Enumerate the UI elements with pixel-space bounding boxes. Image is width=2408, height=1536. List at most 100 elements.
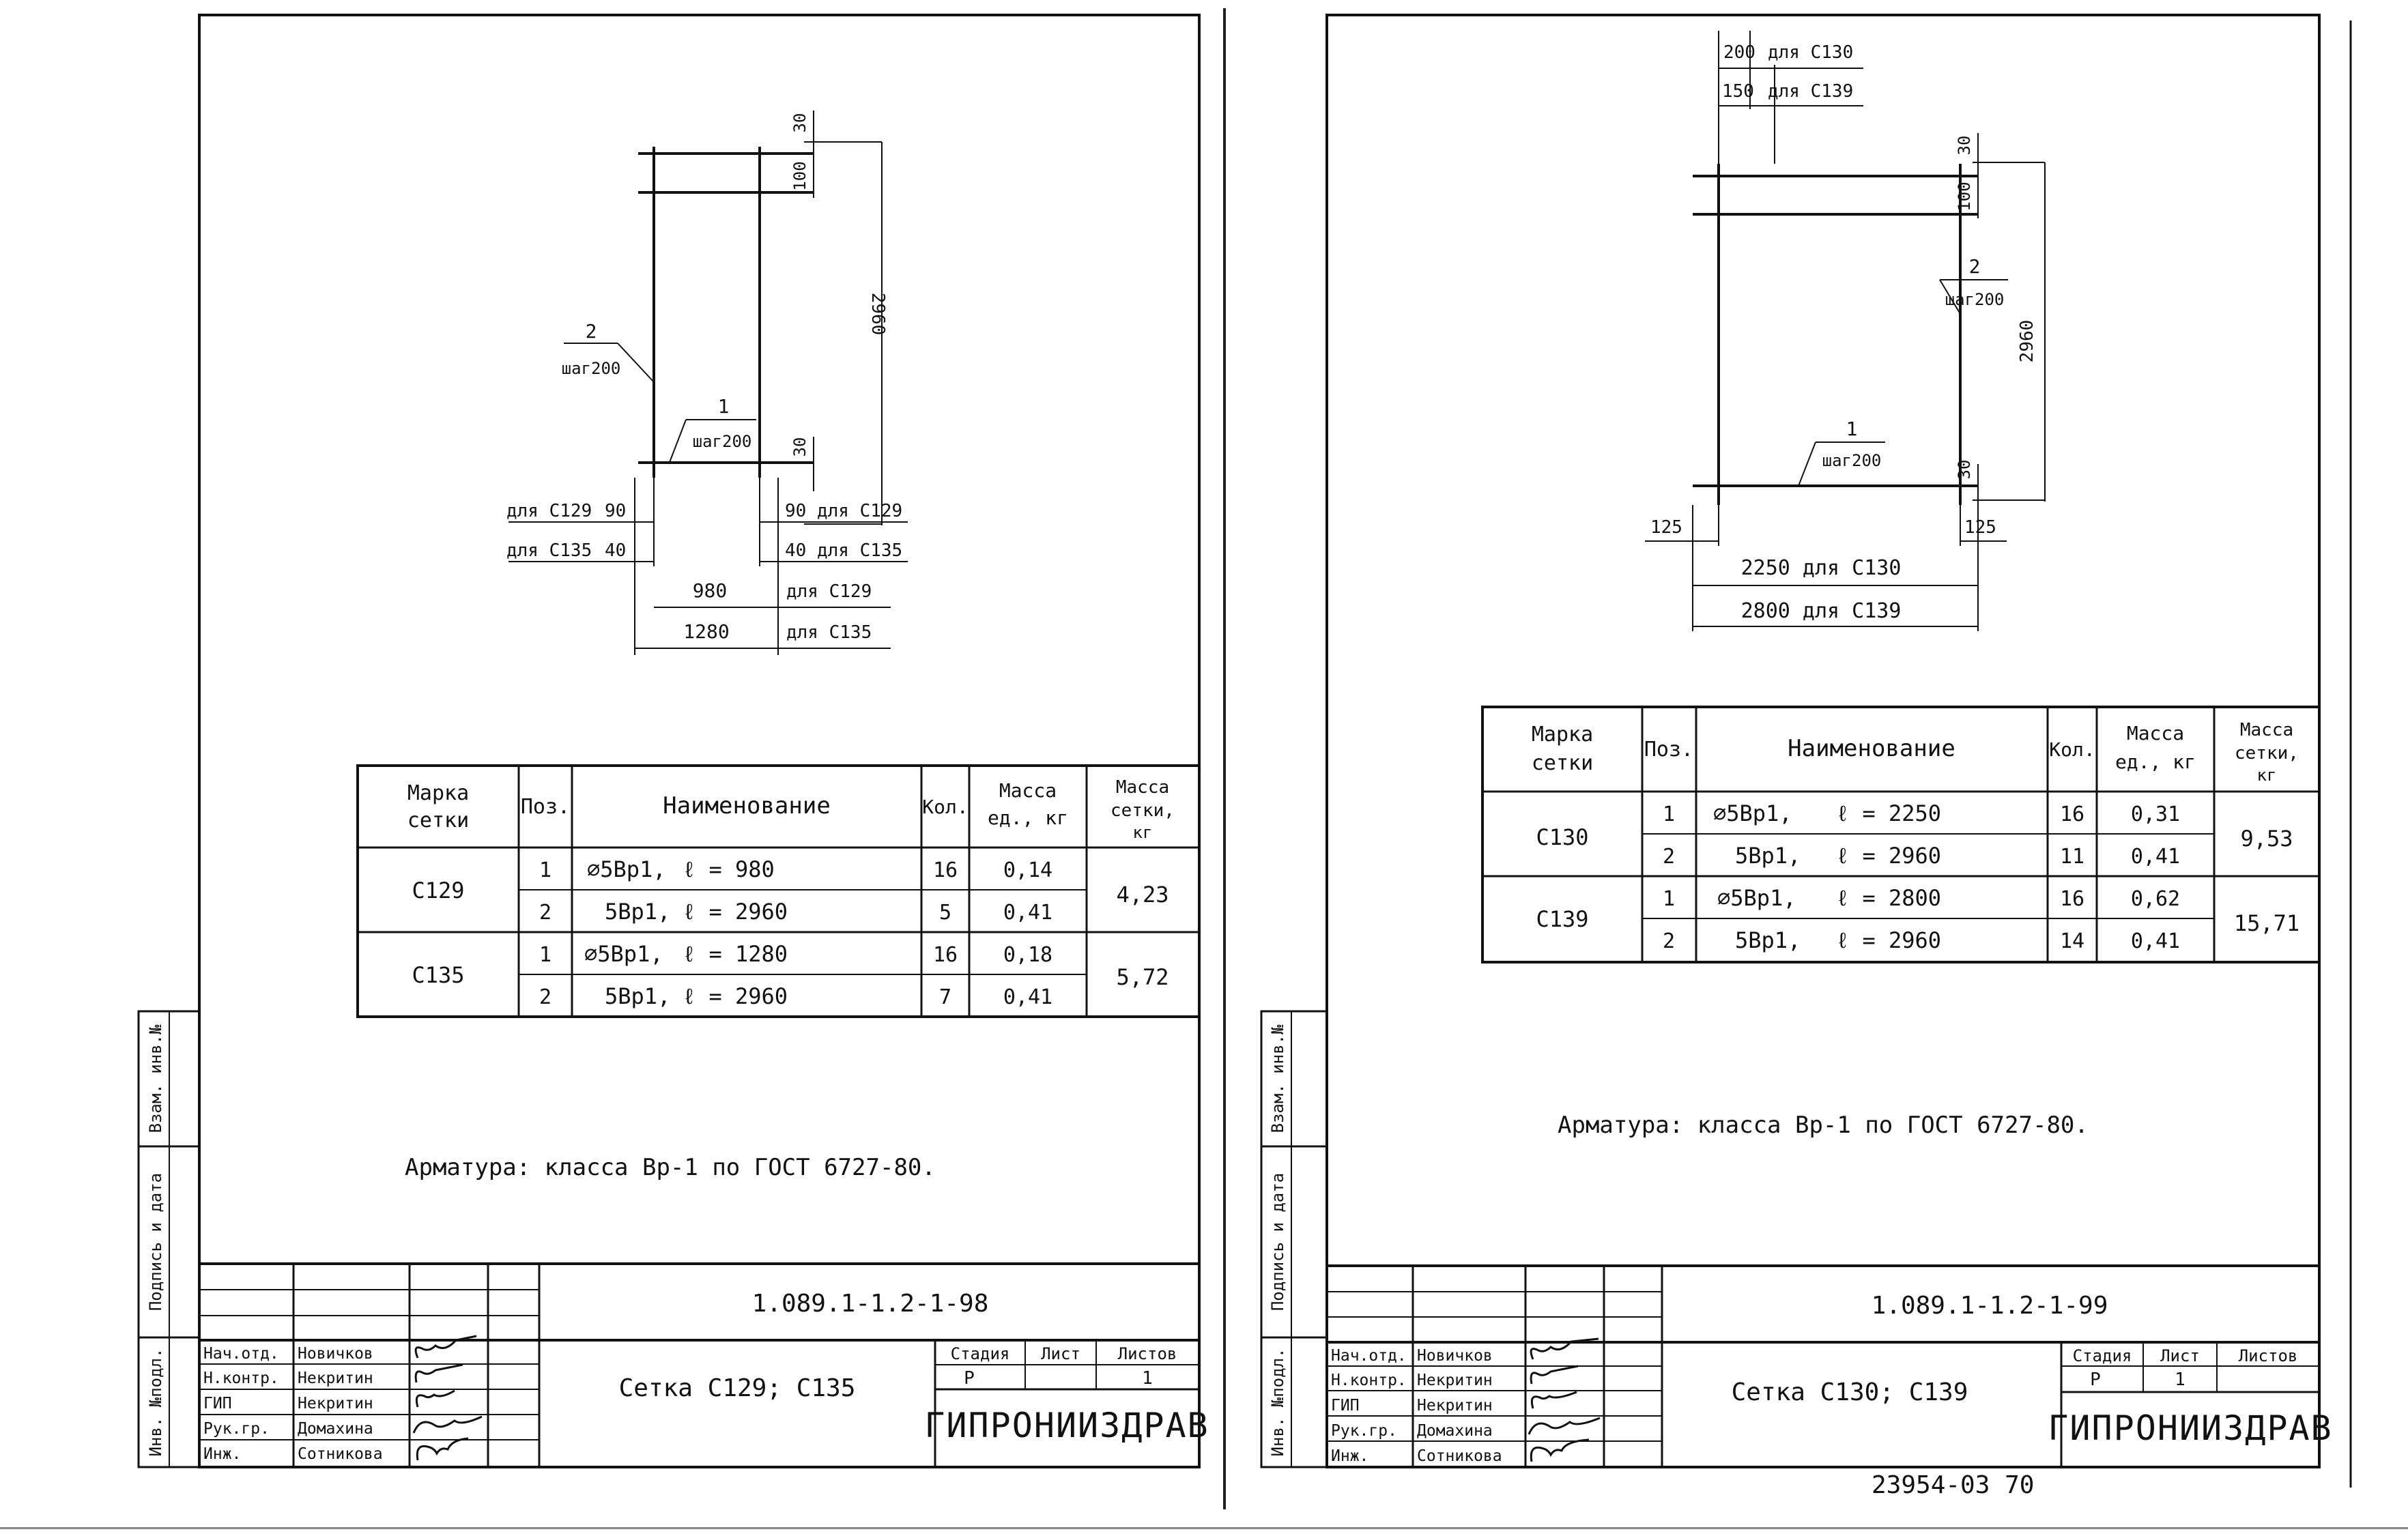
total-c135: 5,72 xyxy=(1116,964,1169,990)
doc-title: Сетка С130; С139 xyxy=(1732,1378,1968,1406)
staff-role: ГИП xyxy=(203,1395,232,1412)
staff-name: Некритин xyxy=(1417,1372,1493,1389)
mark-c129: С129 xyxy=(412,878,464,903)
pos2-label: 2 xyxy=(1969,255,1981,278)
hdr-name: Наименование xyxy=(1788,735,1955,762)
top-dim-200-label: для С130 xyxy=(1768,42,1853,63)
hdr-mark-2: сетки xyxy=(1532,751,1593,775)
row-qty: 5 xyxy=(939,901,951,925)
title-block: 1.089.1-1.2-1-99 Сетка С130; С139 Стадия… xyxy=(1327,1264,2332,1467)
dim-bottom-30: 30 xyxy=(1955,460,1974,480)
width-c135: 1280 xyxy=(683,620,729,643)
staff-role: ГИП xyxy=(1331,1397,1360,1415)
row-length: ℓ = 2250 xyxy=(1836,800,1941,826)
row-mass: 0,41 xyxy=(1003,985,1052,1009)
width-c129: 980 xyxy=(693,579,728,602)
row-pos: 2 xyxy=(1663,929,1675,953)
row-pos: 1 xyxy=(1663,887,1675,911)
stage-header: Стадия xyxy=(951,1344,1010,1363)
stamp-inv-podl: Инв. №подл. xyxy=(1268,1348,1287,1457)
dim-height: 2960 xyxy=(868,293,888,336)
row-qty: 11 xyxy=(2060,845,2084,869)
row-length: ℓ = 2960 xyxy=(1836,843,1941,869)
dim-height: 2960 xyxy=(2017,320,2037,363)
right-125: 125 xyxy=(1964,517,1996,538)
top-dim-150: 150 xyxy=(1722,81,1754,102)
width-c135-label: для С135 xyxy=(786,622,872,643)
total-c139: 15,71 xyxy=(2234,910,2299,936)
stamp-inv-podl: Инв. №подл. xyxy=(146,1348,165,1457)
stamp-vzam-inv: Взам. инв.№ xyxy=(146,1024,165,1133)
row-qty: 14 xyxy=(2060,929,2084,953)
hdr-pos: Поз. xyxy=(521,795,570,819)
row-name: ⌀5Вр1, xyxy=(584,941,663,967)
staff-role: Рук.гр. xyxy=(203,1420,270,1438)
stage-value: Р xyxy=(2090,1370,2101,1390)
mark-c135: С135 xyxy=(412,962,464,988)
width-c139: 2800 для С139 xyxy=(1741,599,1902,623)
staff-name: Некритин xyxy=(1417,1397,1493,1415)
sheets-header: Листов xyxy=(2239,1346,2298,1365)
row-name: 5Вр1, xyxy=(1735,843,1801,869)
sheet-left: 30 100 2960 30 2 шаг200 1 шаг200 для С12… xyxy=(137,14,1208,1468)
hdr-mass-unit-2: ед., кг xyxy=(988,807,1068,829)
signature xyxy=(1530,1438,1590,1462)
sheet-left-svg: 30 100 2960 30 2 шаг200 1 шаг200 для С12… xyxy=(137,14,1208,1468)
offset-c135-label: для С135 xyxy=(506,540,592,561)
dim-100: 100 xyxy=(1955,182,1974,211)
row-length: ℓ = 1280 xyxy=(683,941,788,967)
offset-c129-label: для С129 xyxy=(506,501,592,521)
staff-name: Домахина xyxy=(298,1420,373,1438)
row-mass: 0,14 xyxy=(1003,858,1052,882)
row-mass: 0,31 xyxy=(2131,802,2180,826)
hdr-mass-net-1: Масса xyxy=(1116,777,1169,798)
dim-top-30: 30 xyxy=(1955,136,1974,156)
staff-role: Нач.отд. xyxy=(203,1345,279,1363)
signature xyxy=(414,1335,477,1359)
staff-name: Некритин xyxy=(298,1395,373,1412)
row-qty: 16 xyxy=(2060,802,2084,826)
row-name: ⌀5Вр1, xyxy=(1717,885,1796,911)
stamp-podpis-data: Подпись и дата xyxy=(1268,1173,1287,1311)
row-mass: 0,41 xyxy=(1003,901,1052,925)
signature xyxy=(1528,1417,1601,1435)
signature xyxy=(1530,1337,1599,1360)
archive-number: 23954-03 70 xyxy=(1872,1471,2034,1499)
staff-role: Н.контр. xyxy=(203,1370,279,1387)
staff-name: Новичков xyxy=(298,1345,373,1363)
width-c130: 2250 для С130 xyxy=(1741,556,1902,580)
side-stamp: Инв. №подл. Подпись и дата Взам. инв.№ xyxy=(1260,1010,1328,1468)
hdr-qty: Кол. xyxy=(2049,738,2095,761)
right-offset-c129: 90 для С129 xyxy=(785,501,902,521)
row-pos: 2 xyxy=(1663,845,1675,869)
hdr-mass-net-2: сетки, xyxy=(1110,800,1175,821)
pos2-step: шаг200 xyxy=(562,359,621,378)
row-name: 5Вр1, xyxy=(605,899,670,925)
spec-table: Марка сетки Поз. Наименование Кол. Масса… xyxy=(356,764,1201,1018)
staff-name: Сотникова xyxy=(298,1445,383,1463)
mark-c139: С139 xyxy=(1536,906,1588,932)
signature xyxy=(412,1415,483,1434)
pos2-label: 2 xyxy=(586,320,597,343)
sheets-header: Листов xyxy=(1118,1344,1177,1363)
pos1-step: шаг200 xyxy=(1822,451,1882,470)
doc-title: Сетка С129; С135 xyxy=(619,1374,856,1402)
row-name: ⌀5Вр1, xyxy=(1713,800,1792,826)
row-pos: 2 xyxy=(539,985,551,1009)
doc-code: 1.089.1-1.2-1-98 xyxy=(752,1290,989,1318)
sheet-frame xyxy=(198,14,1201,1468)
row-mass: 0,18 xyxy=(1003,943,1052,967)
sheet-value: 1 xyxy=(2175,1370,2185,1390)
signature xyxy=(1530,1391,1577,1409)
width-c129-label: для С129 xyxy=(786,581,872,602)
reinforcement-note: Арматура: класса Вр-1 по ГОСТ 6727-80. xyxy=(1558,1112,2089,1139)
hdr-mass-net-3: кг xyxy=(2257,766,2277,785)
row-mass: 0,62 xyxy=(2131,887,2180,911)
signature xyxy=(415,1389,455,1408)
staff-role: Инж. xyxy=(203,1445,241,1463)
sheet-header: Лист xyxy=(1041,1344,1080,1363)
row-qty: 7 xyxy=(939,985,951,1009)
org-name: ГИПРОНИИЗДРАВ xyxy=(2048,1408,2332,1448)
hdr-mass-unit-1: Масса xyxy=(999,779,1057,802)
total-c129: 4,23 xyxy=(1116,882,1169,908)
